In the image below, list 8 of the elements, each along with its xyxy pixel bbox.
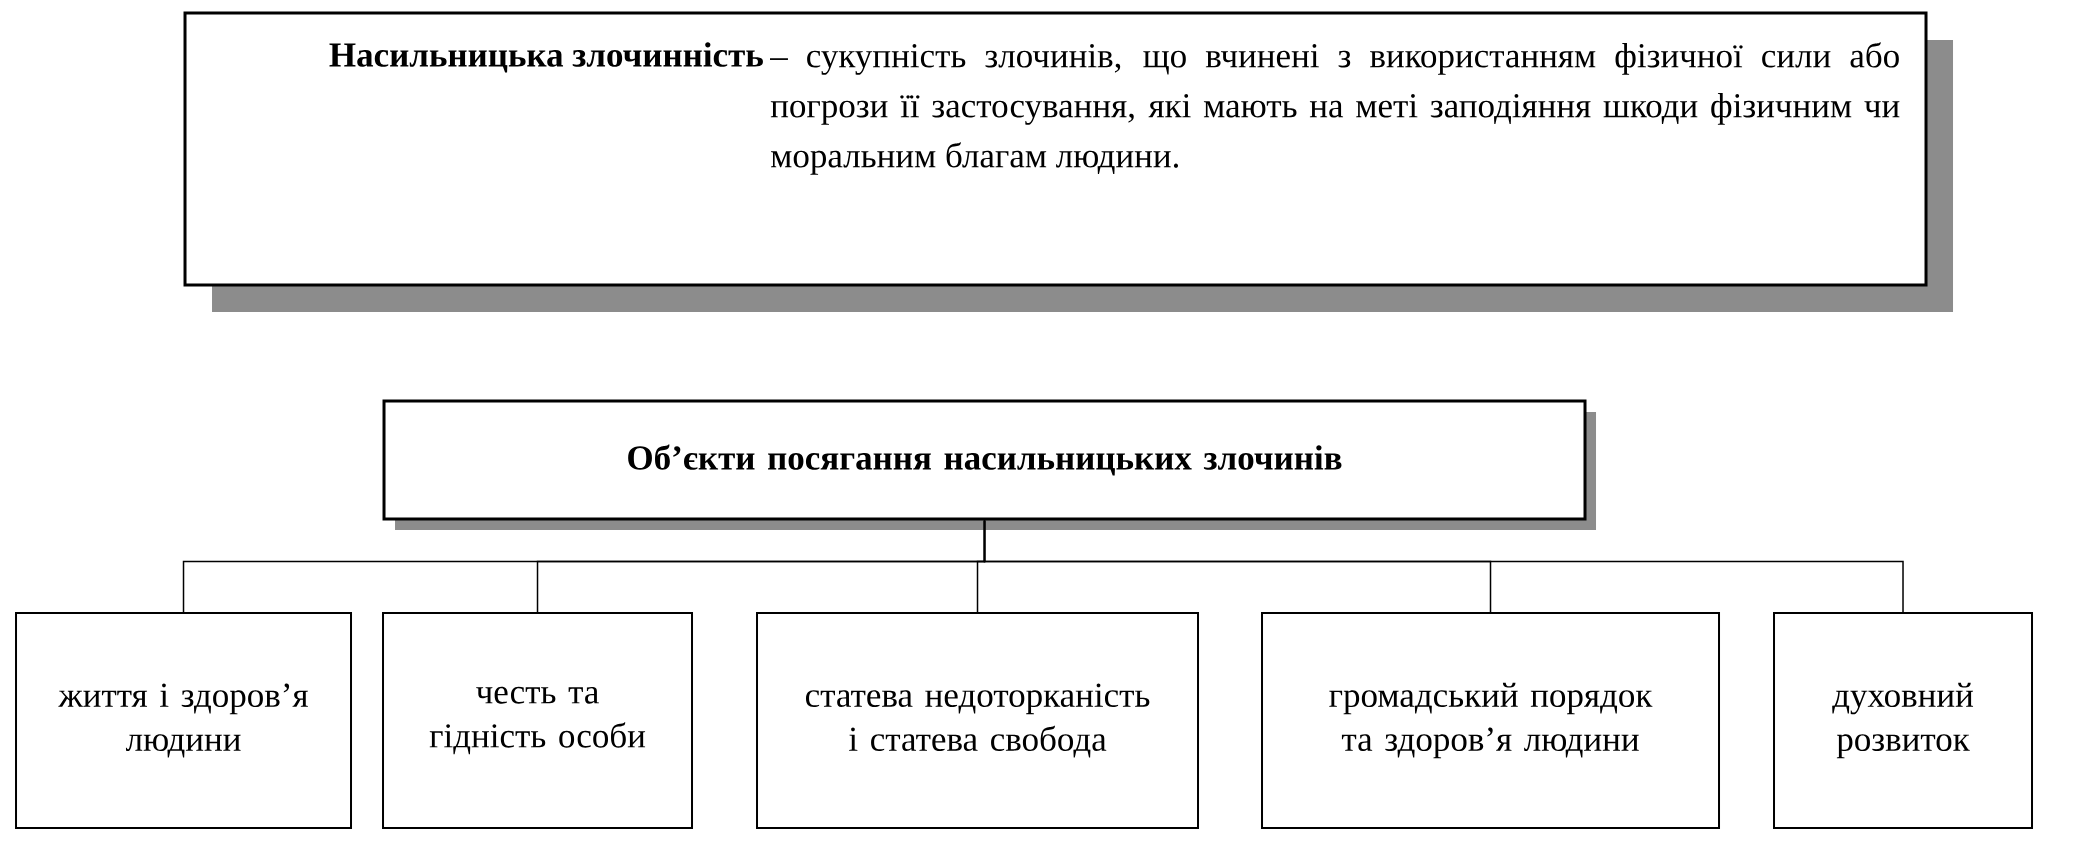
category-box: духовний розвиток (1773, 612, 2033, 829)
category-box: статева недоторканість і статева свобода (756, 612, 1199, 829)
definition-box: Насильницька злочинність – сукупність злочинів, що вчинені з використанням фізичної сили або погрози її застосування, які мають на меті заподіяння шкоди фізичним чи моральним благам людини. (183, 11, 1953, 312)
connector-line (983, 519, 1904, 613)
category-box: життя і здоров’я людини (15, 612, 352, 829)
category-box: честь та гідність особи (382, 612, 693, 829)
heading-box: Об’єкти посягання насильницьких злочинів (382, 399, 1596, 530)
category-box: громадський порядок та здоров’я людини (1261, 612, 1720, 829)
